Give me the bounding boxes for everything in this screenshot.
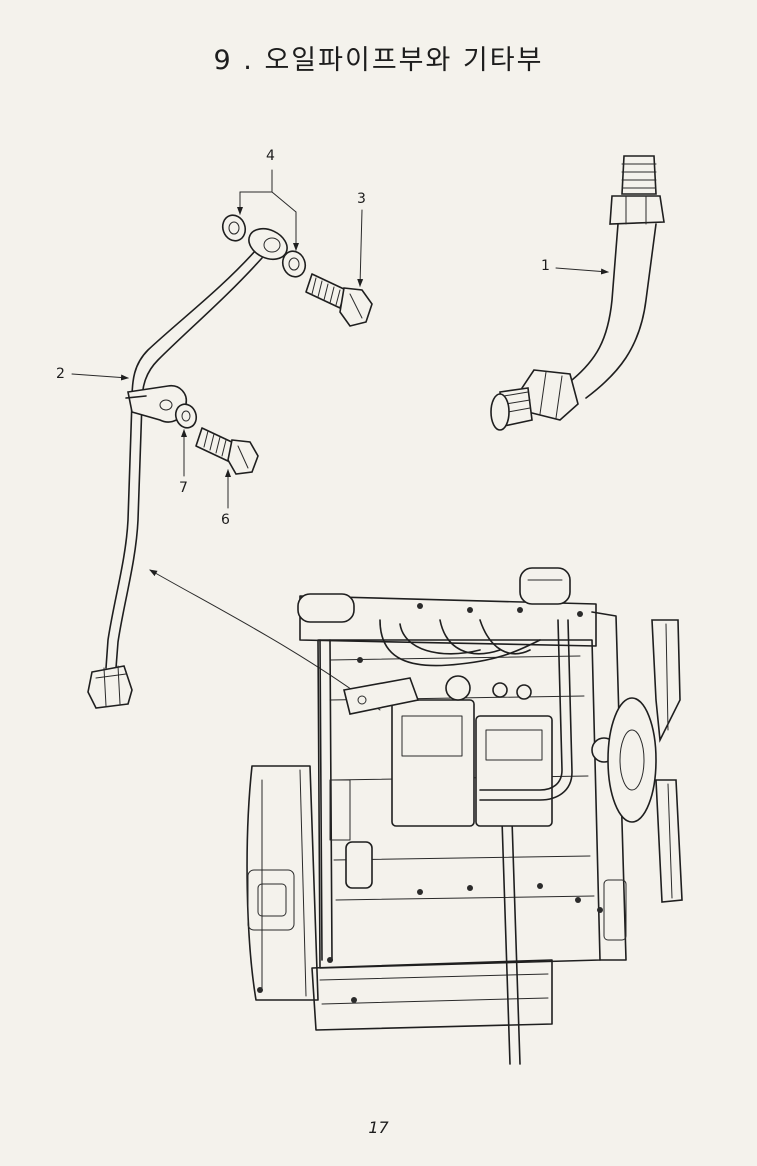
callout-7: 7 xyxy=(179,480,188,496)
washer-part-7 xyxy=(174,403,198,429)
oil-pipe-part-2 xyxy=(87,227,288,709)
callout-4: 4 xyxy=(266,148,275,164)
page-number: 17 xyxy=(368,1118,389,1137)
pipe-part-1 xyxy=(490,155,665,431)
page-title: 9 . 오일파이프부와 기타부 xyxy=(213,45,544,76)
washers-part-4 xyxy=(221,214,307,278)
engine-assembly xyxy=(246,567,683,1065)
callout-6: 6 xyxy=(221,512,230,528)
callout-2: 2 xyxy=(56,366,65,382)
bolt-part-6 xyxy=(195,427,259,475)
leader-lines xyxy=(71,169,609,711)
callout-3: 3 xyxy=(357,191,366,207)
callout-1: 1 xyxy=(541,258,550,274)
bolt-part-3 xyxy=(305,273,373,327)
